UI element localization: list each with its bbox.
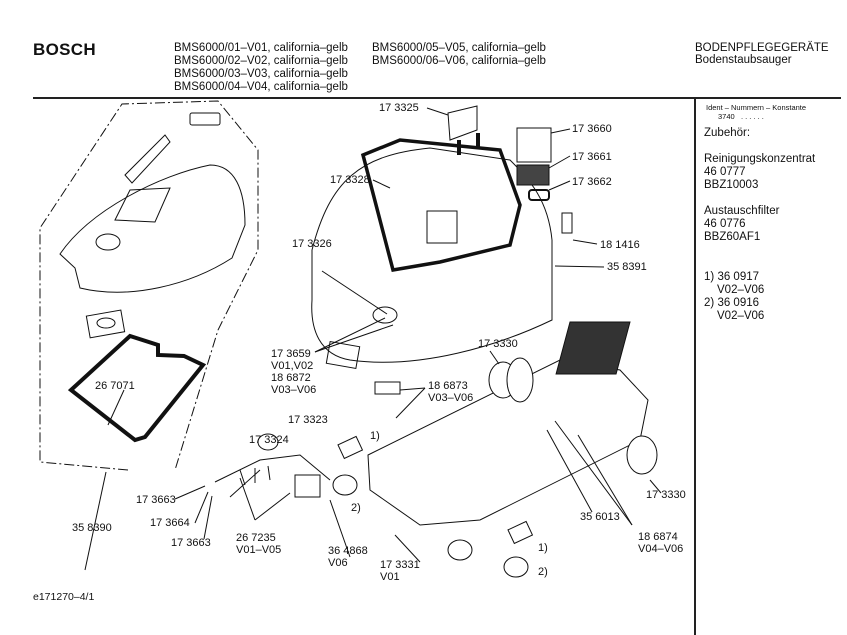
bracket-186873 [374,381,401,395]
note-2: 2) 36 0916 [704,297,815,310]
accessory-code: BBZ10003 [704,179,759,191]
model-item: BMS6000/04–V04, california–gelb [174,81,348,93]
note-number: 36 0917 [717,271,760,283]
lid-window [114,187,171,223]
accessory-number: 46 0777 [704,166,746,178]
accessory-code: BBZ60AF1 [704,231,761,243]
note-marker-2: 2) [538,566,548,578]
caster-wheel [503,556,529,578]
caster-plate-left [337,435,364,460]
wheel-right [626,435,658,475]
wire-harness [214,454,331,498]
filter-pad [325,340,361,370]
body-seal [360,138,522,272]
handle-part [447,105,478,141]
ident-label: Ident – Nummern – Konstante [706,103,807,112]
foam-filter [555,321,631,375]
brand-logo: BOSCH [33,40,96,59]
accessories-heading: Zubehör: [704,127,751,139]
switch-block [294,474,321,498]
accessory-name: Austauschfilter [704,205,780,217]
model-item: BMS6000/05–V05, california–gelb [372,42,546,54]
category-title: BODENPFLEGEGERÄTE [695,42,829,54]
bracket [561,212,573,234]
callout-35-8390: 35 8390 [72,522,112,534]
model-list-2: BMS6000/05–V05, california–gelb BMS6000/… [372,42,546,68]
filter-cover [516,127,552,163]
note-number: 36 0916 [717,297,760,309]
ident-number: 3740 [718,112,735,121]
lid-group-boundary [39,100,259,471]
model-item: BMS6000/02–V02, california–gelb [174,55,348,67]
ident-block: Ident – Nummern – Konstante 3740 . . . .… [706,103,815,121]
note-marker-2: 2) [351,502,361,514]
leader-lines [84,107,662,571]
callout-17-3330-bottom: 17 3330 [646,489,686,501]
callout-17-3660: 17 3660 [572,123,612,135]
ident-value: 3740 . . . . . . [718,112,815,121]
callout-17-3323: 17 3323 [288,414,328,426]
callout-36-4868: 36 4868 V06 [328,545,368,569]
model-item: BMS6000/03–V03, california–gelb [174,68,348,80]
ident-dots: . . . . . . [740,112,764,121]
accessory-number: 46 0776 [704,218,746,230]
note-marker-1: 1) [370,430,380,442]
filter-hole [96,317,116,329]
callout-17-3324: 17 3324 [249,434,289,446]
lid-handle [124,134,171,184]
callout-17-3661: 17 3661 [572,151,612,163]
callout-26-7235: 26 7235 V01–V05 [236,532,282,556]
callout-17-3663: 17 3663 [171,537,211,549]
sidebar: Ident – Nummern – Konstante 3740 . . . .… [704,103,815,323]
model-item: BMS6000/06–V06, california–gelb [372,55,546,67]
category-block: BODENPFLEGEGERÄTE Bodenstaubsauger [695,42,829,66]
caster-wheel-left [332,474,358,496]
filter-holder [516,164,550,186]
callout-17-3328: 17 3328 [330,174,370,186]
accessory-name: Reinigungskonzentrat [704,153,816,165]
lid-button [189,112,221,126]
callout-17-3326: 17 3326 [292,238,332,250]
sidebar-divider [694,99,696,635]
note-marker: 2) [704,297,715,309]
callout-17-3331: 17 3331 V01 [380,559,420,583]
wheel-left-hub [506,357,534,403]
body-carrier [426,210,458,244]
callout-17-3664: 17 3664 [150,517,190,529]
plug-cap [257,433,279,451]
callout-18-6873: 18 6873 V03–V06 [428,380,474,404]
document-id: e171270–4/1 [33,591,95,603]
caster-plate [507,520,534,545]
model-item: BMS6000/01–V01, california–gelb [174,42,348,54]
filter-gasket [528,189,550,201]
model-list-1: BMS6000/01–V01, california–gelb BMS6000/… [174,42,348,94]
callout-35-8391: 35 8391 [607,261,647,273]
note-1: 1) 36 0917 [704,271,815,284]
lid-gasket [67,333,207,443]
callout-17-3659: 17 3659 V01,V02 18 6872 V03–V06 [271,348,317,396]
callout-17-3662: 17 3662 [572,176,612,188]
main-body [311,147,553,363]
note-variants: V02–V06 [717,310,765,322]
callout-17-3325: 17 3325 [379,102,419,114]
header-rule [33,97,841,99]
lid-part [59,164,246,293]
cap-disk [372,306,398,324]
category-subtitle: Bodenstaubsauger [695,54,792,66]
lid-knob [95,233,121,251]
note-variants: V02–V06 [717,284,765,296]
callout-18-1416: 18 1416 [600,239,640,251]
caster-bottom [447,539,473,561]
callout-18-6874: 18 6874 V04–V06 [638,531,684,555]
callout-17-3330-top: 17 3330 [478,338,518,350]
note-marker-1: 1) [538,542,548,554]
note-marker: 1) [704,271,715,283]
callout-17-3663: 17 3663 [136,494,176,506]
callout-26-7071: 26 7071 [95,380,135,392]
filter-frame [85,309,126,339]
callout-35-6013: 35 6013 [580,511,620,523]
